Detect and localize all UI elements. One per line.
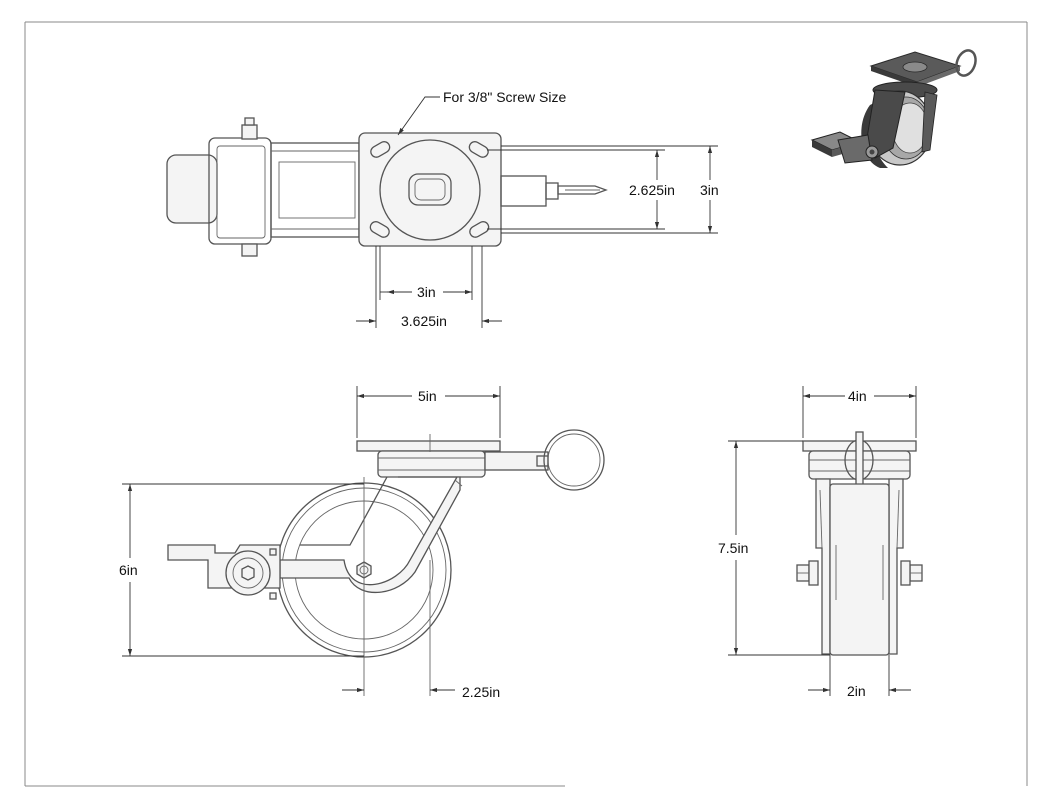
front-view: 4in 7.5in 2in [718, 386, 923, 707]
dim-plate-width-horizontal: 3.625in [401, 313, 447, 329]
dim-wheel-diameter: 6in [119, 562, 138, 578]
dim-hole-spacing-vertical: 2.625in [629, 182, 675, 198]
dim-overall-height: 7.5in [718, 540, 748, 556]
dim-offset: 2.25in [462, 684, 500, 700]
dim-wheel-width: 2in [847, 683, 866, 699]
side-view: 5in 6in 2.25in [119, 386, 605, 700]
dim-overall-width: 4in [848, 388, 867, 404]
isometric-view [810, 49, 977, 168]
screw-size-callout: For 3/8" Screw Size [443, 89, 566, 105]
dim-swivel-radius: 5in [418, 388, 437, 404]
dim-hole-spacing-horizontal: 3in [417, 284, 436, 300]
dim-plate-width-vertical: 3in [700, 182, 719, 198]
drawing-frame [24, 21, 1028, 787]
top-view: For 3/8" Screw Size 2.625in 3in 3in 3.62… [166, 89, 724, 329]
